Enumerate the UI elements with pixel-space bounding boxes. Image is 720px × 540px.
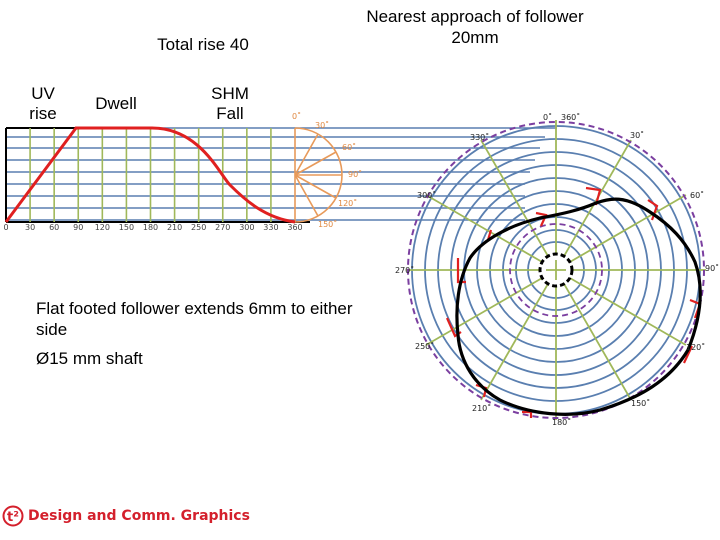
axis-tick-label: 330	[263, 223, 278, 232]
shm-60: 60˚	[342, 142, 356, 152]
shaft-circle	[538, 252, 574, 288]
cam-150: 150˚	[631, 398, 650, 408]
cam-180: 180˚	[552, 417, 571, 427]
shaft-note: Ø15 mm shaft	[36, 349, 143, 368]
cam-90: 90˚	[705, 263, 719, 273]
flat-foot-note: Flat footed follower extends 6mm to eith…	[36, 299, 353, 339]
axis-tick-label: 180	[143, 223, 158, 232]
cam-360: 360˚	[561, 112, 580, 122]
logo-mark-icon: t²	[2, 505, 24, 527]
axis-tick-label: 0	[3, 223, 8, 232]
axis-tick-label: 150	[119, 223, 134, 232]
shm-0: 0˚	[292, 111, 301, 121]
radial-line	[425, 194, 543, 263]
shm-90: 90˚	[348, 169, 362, 179]
axis-tick-label: 360	[287, 223, 302, 232]
total-rise-label: Total rise 40	[157, 35, 249, 54]
cam-270: 270˚	[395, 265, 414, 275]
axis-tick-label: 210	[167, 223, 182, 232]
axis-tick-label: 90	[73, 223, 83, 232]
radial-line	[480, 139, 549, 257]
angle-axis-labels: 0 30 60 90 120 150 180 210 250 270 300 330 360	[3, 223, 302, 232]
radial-line	[563, 283, 632, 401]
shaft-center	[546, 260, 566, 280]
axis-tick-label: 300	[239, 223, 254, 232]
uv-rise-label: UV rise	[29, 84, 57, 123]
radial-line	[569, 194, 687, 263]
axis-tick-label: 270	[215, 223, 230, 232]
shm-fall-label: SHM Fall	[211, 84, 249, 123]
dwell-label: Dwell	[95, 94, 137, 113]
brand-logo: t² Design and Comm. Graphics	[2, 503, 250, 529]
cam-330: 330˚	[470, 132, 489, 142]
axis-tick-label: 30	[25, 223, 35, 232]
cam-60: 60˚	[690, 190, 704, 200]
displacement-frame	[5, 127, 310, 223]
shm-30: 30˚	[315, 120, 329, 130]
cam-250: 250˚	[415, 341, 434, 351]
shm-120: 120˚	[338, 198, 357, 208]
axis-tick-label: 60	[49, 223, 59, 232]
min-circle	[509, 223, 603, 317]
radial-line	[425, 277, 543, 346]
logo-text: Design and Comm. Graphics	[28, 508, 250, 524]
cam-30: 30˚	[630, 130, 644, 140]
logo-mark-text: t²	[7, 510, 19, 525]
cam-210: 210˚	[472, 403, 491, 413]
axis-tick-label: 120	[95, 223, 110, 232]
shm-circle	[294, 127, 343, 223]
cam-120: 120˚	[686, 342, 705, 352]
nearest-approach-label: Nearest approach of follower 20mm	[366, 7, 584, 47]
cam-0: 0˚	[543, 112, 552, 122]
radial-line	[569, 277, 687, 346]
prime-circle	[407, 121, 705, 419]
displacement-profile	[4, 126, 296, 224]
axis-tick-label: 250	[191, 223, 206, 232]
shm-tick-labels: 0˚ 30˚ 60˚ 90˚ 120˚ 150˚	[292, 111, 362, 229]
radial-line	[480, 283, 549, 401]
cam-profile	[455, 197, 702, 416]
cam-angle-labels: 0˚ 360˚ 30˚ 60˚ 90˚ 120˚ 150˚ 180˚ 210˚ …	[395, 112, 719, 427]
cam-300: 300˚	[417, 190, 436, 200]
shm-150: 150˚	[318, 219, 337, 229]
